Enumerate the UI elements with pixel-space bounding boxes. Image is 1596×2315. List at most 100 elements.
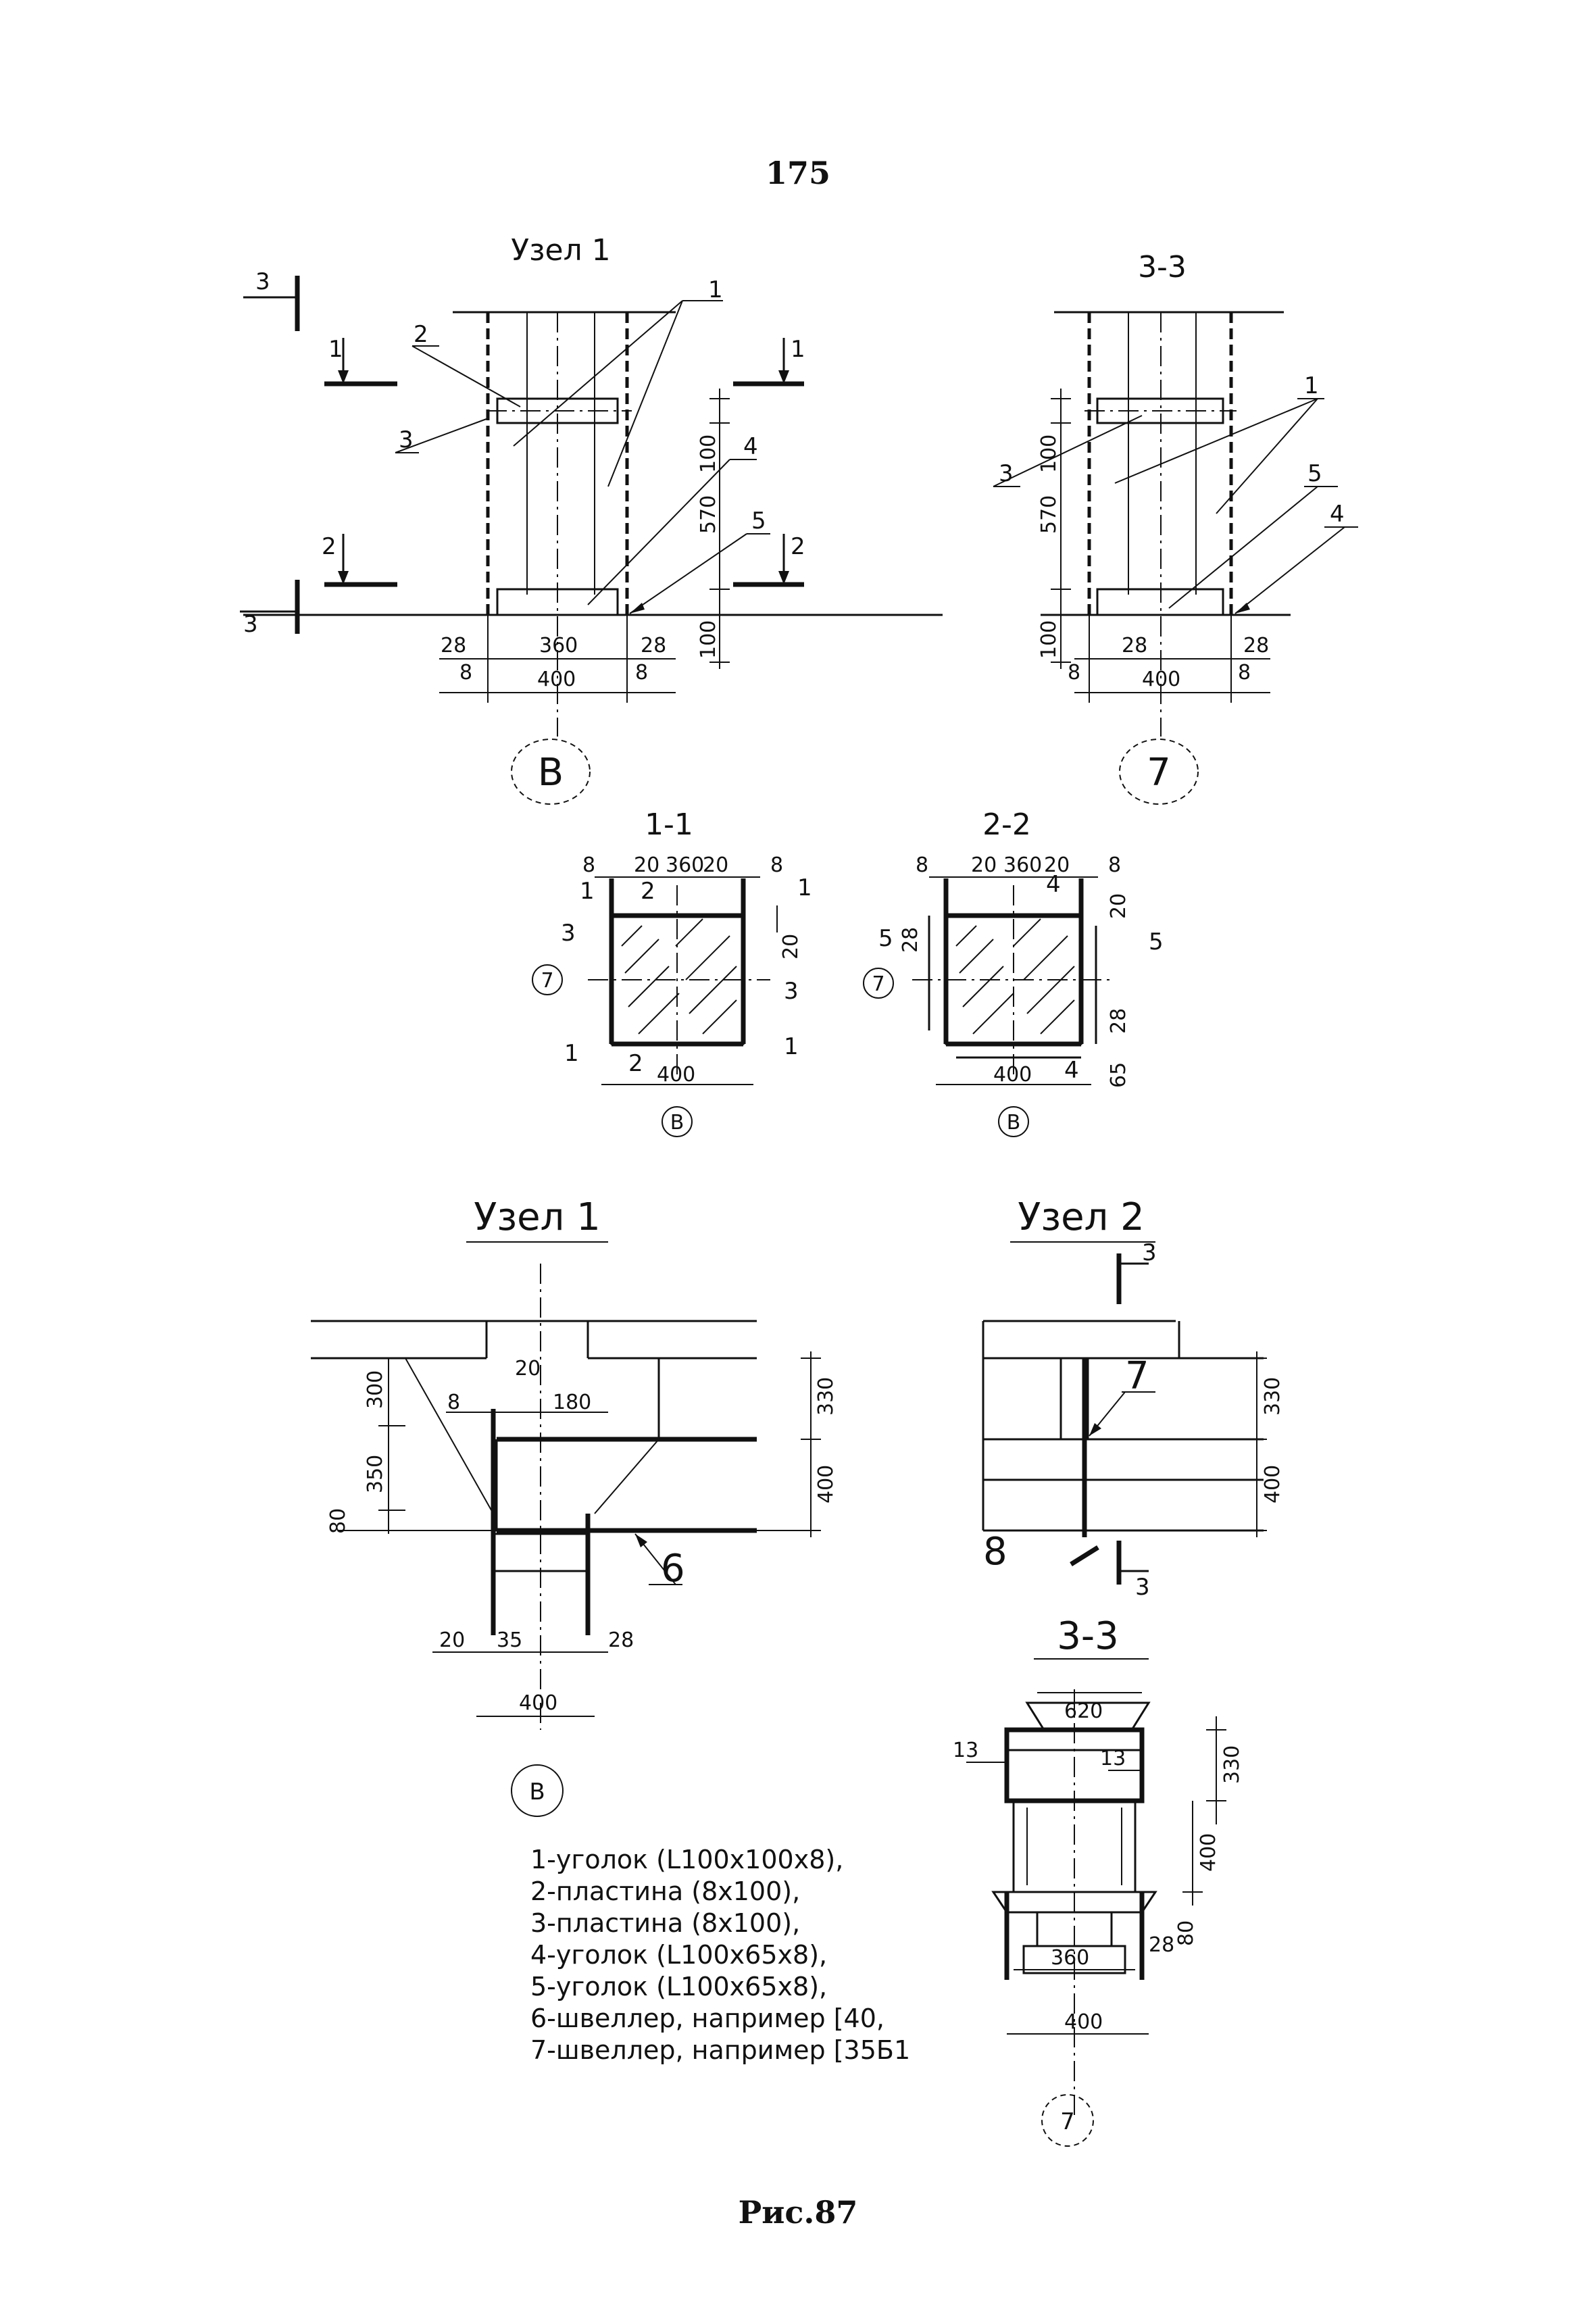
s11-mark-1-bl: 1	[564, 1040, 579, 1067]
n1-mark-6: 6	[661, 1547, 685, 1591]
s11-mark-1-tl: 1	[580, 878, 595, 905]
s33-mark-3: 3	[999, 460, 1014, 487]
s11-mark-1-br: 1	[784, 1033, 799, 1060]
s33b-dim-13-right: 13	[1100, 1747, 1126, 1770]
dim-100-lower: 100	[697, 620, 720, 659]
n1-axis-b: В	[529, 1778, 545, 1806]
dim-28-right: 28	[641, 634, 666, 657]
s22-dim-28-right: 28	[1107, 1008, 1130, 1034]
s33-mark-4: 4	[1330, 501, 1345, 528]
section-1-1: 1-1 8 20 360 20 8 20 1 2 1	[532, 807, 812, 1137]
s33-mark-1: 1	[1304, 372, 1319, 399]
section-1-1-title: 1-1	[645, 807, 693, 842]
s22-dim-20-right: 20	[1044, 853, 1070, 877]
detail-node1: Узел 1 300 350 80 8 20 180	[311, 1195, 838, 1817]
s22-dim-8-left: 8	[916, 853, 928, 877]
s11-dim-8-right: 8	[770, 853, 783, 877]
detail-node2: Узел 2 3 7 330 400 8 3	[982, 1195, 1285, 1601]
s33-dim-100-upper: 100	[1037, 434, 1061, 473]
axis-7-label: 7	[1147, 751, 1171, 795]
n1-dim-400: 400	[519, 1691, 557, 1715]
n2-mark-7: 7	[1125, 1354, 1149, 1398]
s33-dim-8-right: 8	[1238, 661, 1251, 684]
s33b-dim-330: 330	[1220, 1745, 1244, 1784]
n1-dim-80: 80	[326, 1508, 350, 1534]
n1-dim-350: 350	[364, 1455, 387, 1493]
s11-mark-1-tr: 1	[797, 874, 812, 901]
mark-3-label: 3	[399, 426, 414, 453]
s22-dim-400: 400	[993, 1063, 1032, 1087]
s22-dim-20-left: 20	[971, 853, 997, 877]
s33b-dim-80: 80	[1174, 1920, 1198, 1946]
elevation-node1: Узел 1 3 3 1 1	[240, 233, 943, 805]
n1-dim-28: 28	[608, 1628, 634, 1652]
s33b-dim-360: 360	[1051, 1946, 1089, 1970]
s11-mark-3-left: 3	[561, 920, 576, 947]
s22-dim-28-left: 28	[899, 927, 922, 953]
n1-dim-180: 180	[553, 1391, 591, 1414]
n1-dim-330: 330	[814, 1377, 838, 1416]
n2-cut-3-upper: 3	[1142, 1239, 1157, 1266]
legend-item-5: 5-уголок (L100х65х8),	[530, 1972, 827, 2001]
dim-28-left: 28	[441, 634, 466, 657]
s22-mark-4-bottom: 4	[1064, 1057, 1079, 1084]
s33-dim-400: 400	[1142, 668, 1180, 691]
legend-item-7: 7-швеллер, например [35Б1	[530, 2035, 910, 2065]
s33b-dim-400: 400	[1064, 2010, 1103, 2034]
s22-dim-20-vert: 20	[1107, 893, 1130, 919]
s33-dim-8-left: 8	[1068, 661, 1080, 684]
dim-8-right: 8	[635, 661, 648, 684]
s33b-axis-7: 7	[1060, 2108, 1075, 2135]
s11-axis-b: В	[670, 1111, 684, 1135]
cut-1-left-label: 1	[328, 336, 343, 363]
s11-dim-400: 400	[657, 1063, 695, 1087]
elevation-3-3-title: 3-3	[1138, 250, 1187, 284]
s22-axis-7: 7	[872, 972, 884, 996]
n1-dim-8: 8	[447, 1391, 460, 1414]
page-number: 175	[766, 155, 830, 191]
mark-1-label: 1	[708, 276, 723, 303]
s33-dim-28-left: 28	[1122, 634, 1147, 657]
cut-2-right-label: 2	[791, 533, 805, 560]
axis-b-label: В	[538, 751, 564, 795]
s11-dim-20-left: 20	[634, 853, 659, 877]
section-2-2-title: 2-2	[982, 807, 1031, 842]
s33-dim-100-lower: 100	[1037, 620, 1061, 659]
dim-400: 400	[537, 668, 576, 691]
legend-item-2: 2-пластина (8х100),	[530, 1876, 800, 1906]
s33-dim-28-right: 28	[1243, 634, 1269, 657]
dim-360: 360	[539, 634, 578, 657]
elevation-3-3: 3-3 1 3 5 4 100 570 100	[993, 250, 1358, 805]
cut-3-upper-label: 3	[255, 268, 270, 295]
s11-dim-8-left: 8	[582, 853, 595, 877]
legend-item-3: 3-пластина (8х100),	[530, 1908, 800, 1938]
figure-caption: Рис.87	[739, 2194, 858, 2231]
s22-dim-360: 360	[1003, 853, 1042, 877]
n2-dim-8: 8	[983, 1530, 1007, 1574]
dim-8-left: 8	[459, 661, 472, 684]
s22-axis-b: В	[1007, 1111, 1021, 1135]
s33-mark-5: 5	[1307, 460, 1322, 487]
n1-dim-20: 20	[515, 1357, 541, 1380]
mark-2-label: 2	[414, 321, 428, 348]
detail-node2-title: Узел 2	[1018, 1195, 1145, 1239]
s11-dim-20-right: 20	[703, 853, 728, 877]
s22-mark-5-left: 5	[878, 925, 893, 952]
cut-1-right-label: 1	[791, 336, 805, 363]
n1-dim-400-vert: 400	[814, 1465, 838, 1503]
s11-mark-3-right: 3	[784, 978, 799, 1005]
legend: 1-уголок (L100х100х8), 2-пластина (8х100…	[530, 1845, 910, 2065]
legend-item-4: 4-уголок (L100х65х8),	[530, 1940, 827, 1970]
elevation-node1-title: Узел 1	[511, 233, 610, 268]
dim-570: 570	[697, 495, 720, 534]
dim-100-upper: 100	[697, 434, 720, 473]
s33b-dim-400-vert: 400	[1197, 1833, 1220, 1872]
s11-dim-20-vert: 20	[779, 934, 803, 960]
section-2-2: 2-2 8 20 360 20 8 4 20 5 28 5	[863, 807, 1164, 1137]
mark-5-label: 5	[751, 507, 766, 534]
n2-cut-3-lower: 3	[1135, 1574, 1150, 1601]
n1-dim-35: 35	[497, 1628, 522, 1652]
n1-dim-20-bottom: 20	[439, 1628, 465, 1652]
s33b-dim-13-left: 13	[953, 1739, 978, 1762]
